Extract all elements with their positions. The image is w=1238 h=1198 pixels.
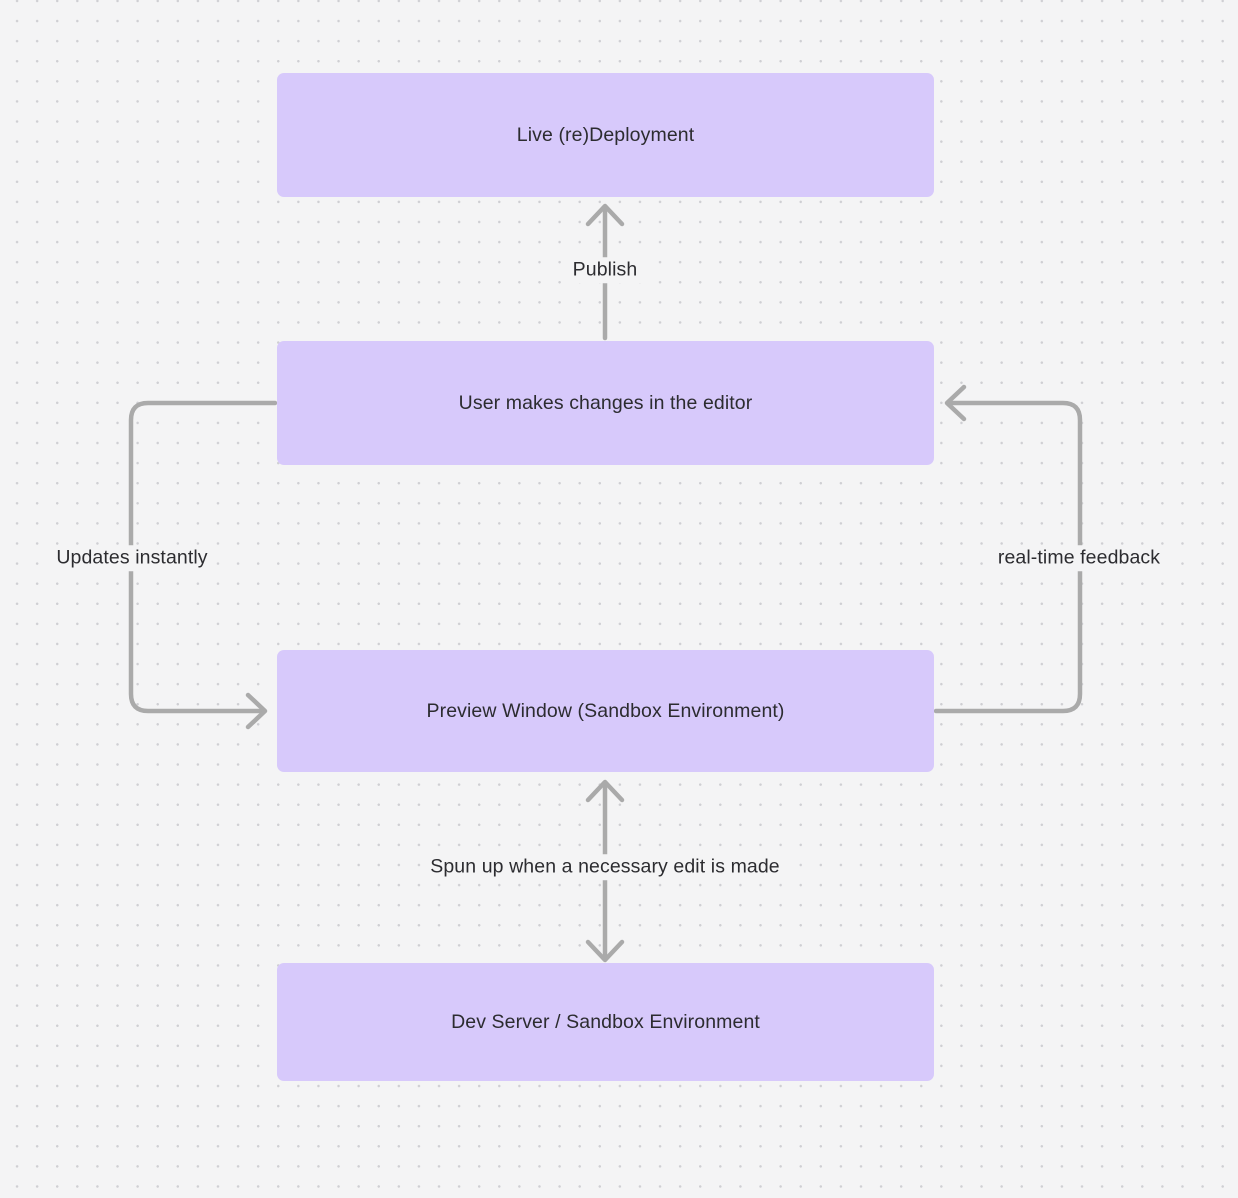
node-label: Live (re)Deployment	[516, 123, 695, 146]
node-label: User makes changes in the editor	[458, 391, 753, 414]
edge-label-publish: Publish	[565, 257, 645, 283]
edge-label-real-time-feedback: real-time feedback	[990, 545, 1168, 571]
node-label: Dev Server / Sandbox Environment	[451, 1010, 760, 1033]
edge-label-updates-instantly: Updates instantly	[49, 545, 215, 571]
node-live-redeployment[interactable]: Live (re)Deployment	[277, 73, 934, 197]
node-user-makes-changes[interactable]: User makes changes in the editor	[277, 341, 934, 465]
edge-label-spun-up: Spun up when a necessary edit is made	[423, 854, 787, 880]
node-dev-server[interactable]: Dev Server / Sandbox Environment	[277, 963, 934, 1081]
node-preview-window[interactable]: Preview Window (Sandbox Environment)	[277, 650, 934, 772]
node-label: Preview Window (Sandbox Environment)	[426, 699, 785, 722]
